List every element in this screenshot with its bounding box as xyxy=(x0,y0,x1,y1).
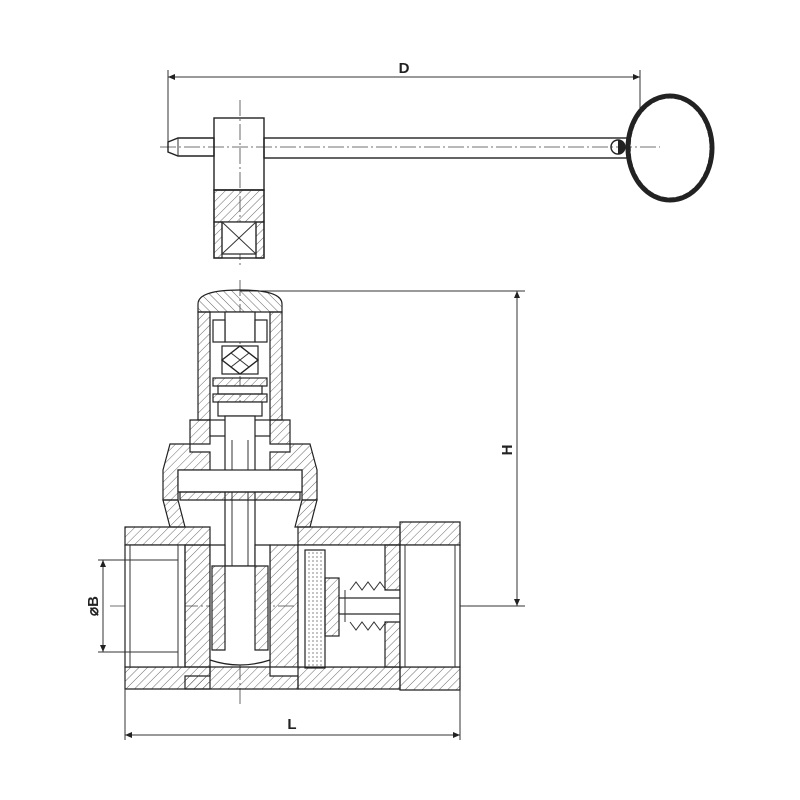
dimension-b-label: ⌀B xyxy=(85,596,102,616)
dimension-h-label: H xyxy=(499,445,516,456)
dimension-d-label: D xyxy=(399,60,410,77)
key-drawing: D xyxy=(160,60,715,265)
spring xyxy=(349,581,387,631)
valve-section: H xyxy=(85,280,525,740)
dimension-l-label: L xyxy=(287,716,296,733)
